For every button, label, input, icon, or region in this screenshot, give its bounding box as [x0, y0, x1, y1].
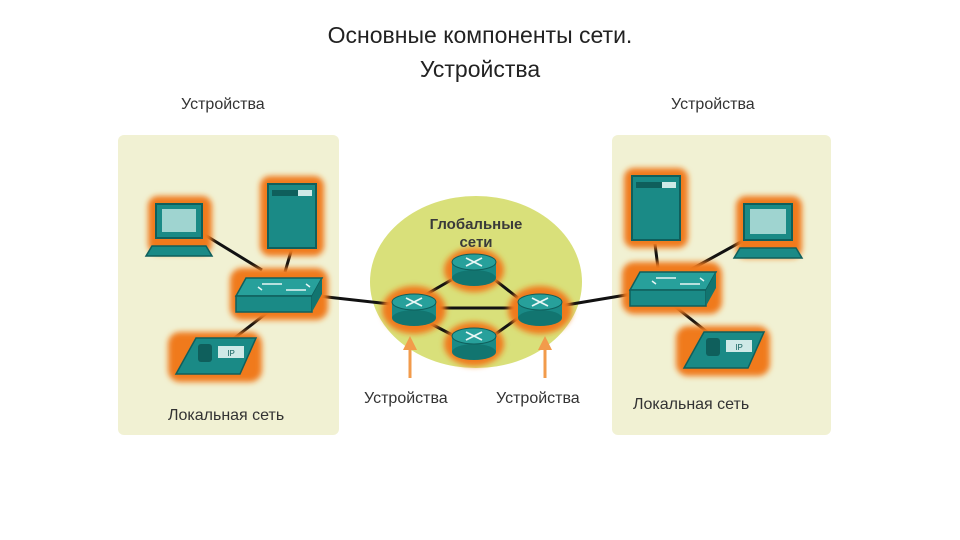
left-pc-icon	[144, 196, 214, 257]
link-router-right-switch	[559, 292, 633, 308]
left-phone-badge: IP	[227, 349, 235, 358]
right-pc-icon	[732, 196, 804, 259]
right-ip-phone-icon: IP	[676, 326, 770, 376]
left-ip-phone-icon: IP	[168, 332, 262, 382]
left-server-icon	[260, 176, 324, 256]
link-left-switch-router	[317, 294, 391, 306]
label-left-devices: Устройства	[181, 96, 265, 113]
arrow-up-icon-right	[538, 336, 552, 378]
router-north-icon	[444, 248, 504, 292]
right-server-icon	[624, 168, 688, 248]
label-right-lan: Локальная сеть	[633, 396, 750, 413]
router-east-icon	[508, 286, 572, 334]
right-switch-icon	[622, 262, 722, 314]
title-line-1: Основные компоненты сети.	[327, 22, 633, 48]
label-right-devices: Устройства	[671, 96, 755, 113]
router-west-icon	[382, 286, 446, 334]
arrow-up-icon-left	[403, 336, 417, 378]
right-phone-badge: IP	[735, 343, 743, 352]
title-line-2: Устройства	[419, 56, 541, 82]
page-title: Основные компоненты сети. Устройства	[0, 18, 960, 86]
label-wan: Глобальные сети	[429, 216, 523, 251]
label-bottom-devices-left: Устройства	[364, 390, 448, 407]
label-left-lan: Локальная сеть	[168, 407, 285, 424]
label-bottom-devices-right: Устройства	[496, 390, 580, 407]
router-south-icon	[444, 322, 504, 366]
left-switch-icon	[230, 268, 328, 320]
